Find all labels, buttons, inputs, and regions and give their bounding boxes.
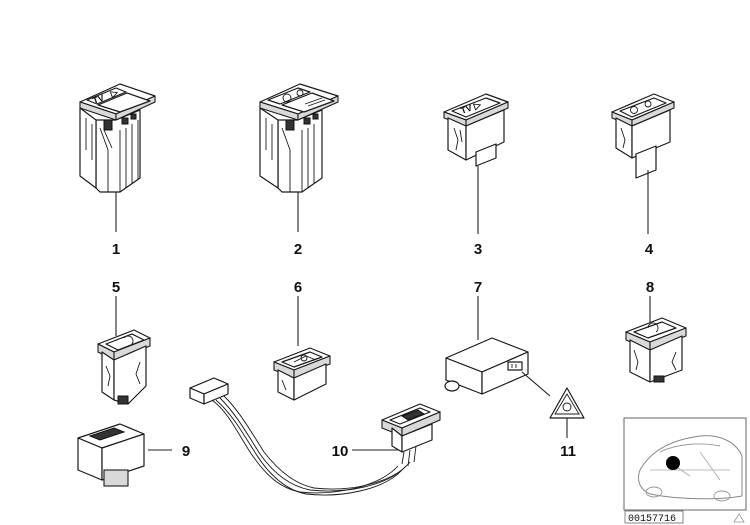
part-7-control-module[interactable] (444, 296, 551, 397)
callout-labels: 1 2 3 4 5 6 7 8 9 10 11 (112, 241, 654, 460)
part-2-double-switch[interactable] (259, 83, 339, 232)
callout-7: 7 (474, 279, 482, 296)
callout-11: 11 (560, 443, 576, 460)
warning-triangle-icon (733, 513, 745, 523)
callout-9: 9 (182, 443, 190, 460)
callout-3: 3 (474, 241, 482, 258)
part-8-rocker-switch[interactable] (625, 296, 687, 383)
callout-1: 1 (112, 241, 120, 258)
part-3-single-switch-tv[interactable]: TV ▷ (443, 93, 509, 234)
part-10-switch-with-harness[interactable] (189, 377, 441, 496)
part-6-small-switch[interactable] (273, 296, 331, 401)
play-glyph: ▷ (108, 87, 120, 99)
location-dot (666, 456, 680, 470)
callout-10: 10 (332, 443, 349, 460)
part-11-warning-label[interactable] (549, 387, 585, 438)
vehicle-location-inset (623, 417, 747, 511)
callout-6: 6 (294, 279, 302, 296)
reference-number-box: 00157716 (624, 510, 745, 525)
callout-8: 8 (646, 279, 654, 296)
callout-5: 5 (112, 279, 120, 296)
part-4-single-switch[interactable] (611, 93, 675, 234)
tv-glyph: TV (91, 93, 105, 106)
part-5-rocker-switch[interactable] (97, 296, 151, 405)
callout-2: 2 (294, 241, 302, 258)
reference-number: 00157716 (628, 514, 676, 525)
part-9-blank-cover[interactable] (77, 423, 172, 487)
part-1-double-switch-tv[interactable]: TV ▷ (79, 83, 156, 232)
callout-4: 4 (645, 241, 654, 258)
